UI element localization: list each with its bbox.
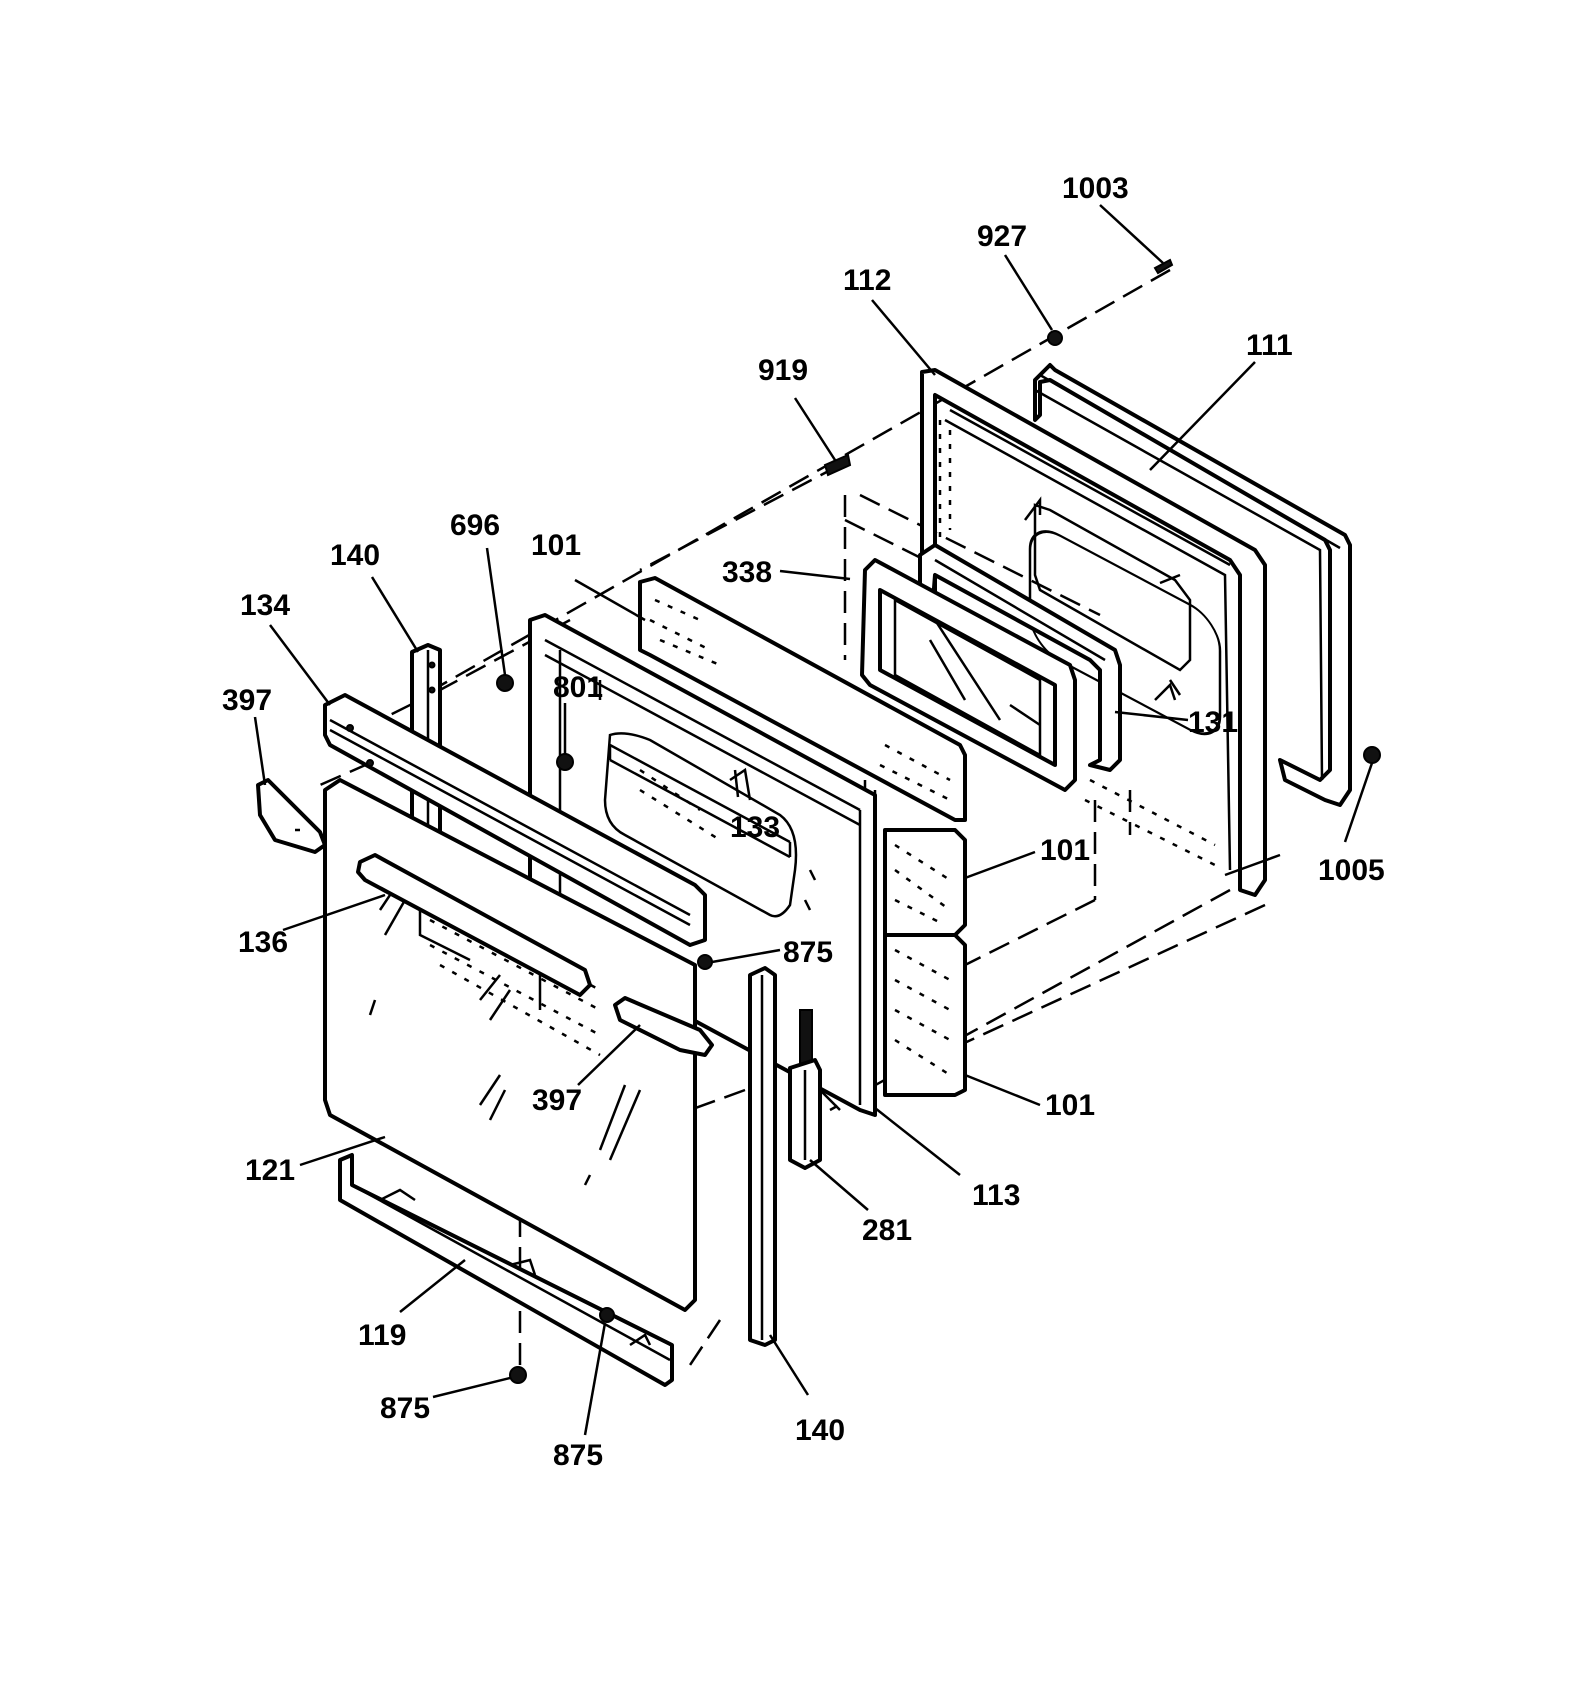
callout-119: 119: [358, 1319, 406, 1352]
callout-112: 112: [843, 264, 891, 297]
callout-133: 133: [730, 811, 780, 844]
screw-1003-icon: [1153, 258, 1174, 275]
back-door-panel: [1028, 363, 1352, 807]
screw-801-icon: [556, 753, 574, 771]
callout-101-bottom: 101: [1045, 1089, 1095, 1122]
callout-927: 927: [977, 220, 1027, 253]
callout-113: 113: [972, 1179, 1020, 1212]
handle-end-caps: [256, 778, 714, 1057]
callout-111: 111: [1246, 329, 1293, 362]
callout-696: 696: [450, 509, 500, 542]
screw-875-top-icon: [697, 954, 713, 970]
callout-140-top: 140: [330, 539, 380, 572]
top-trim: [323, 693, 707, 947]
bottom-trim: [338, 1153, 674, 1387]
outer-door-panel: [323, 778, 697, 1312]
callout-1003: 1003: [1062, 172, 1129, 205]
screw-875-bottom-icon: [509, 1366, 527, 1384]
callout-338: 338: [722, 556, 772, 589]
pin-919-icon: [823, 453, 852, 477]
leader-lines: [253, 204, 1374, 1436]
callout-875-top: 875: [783, 936, 833, 969]
callout-801: 801: [553, 671, 603, 704]
callout-101-mid: 101: [1040, 834, 1090, 867]
washer-927-icon: [1047, 330, 1063, 346]
screw-875-trim-icon: [599, 1307, 615, 1323]
callout-397-right: 397: [532, 1084, 582, 1117]
screw-696-icon: [496, 674, 514, 692]
callout-397-left: 397: [222, 684, 272, 717]
callout-875-bottom-right: 875: [553, 1439, 603, 1472]
hinge-channel-right: [748, 966, 777, 1347]
callout-140-bottom: 140: [795, 1414, 845, 1447]
callout-281: 281: [862, 1214, 912, 1247]
screw-1005-icon: [1363, 746, 1381, 764]
callout-875-bottom-left: 875: [380, 1392, 430, 1425]
callout-labels: 1003 927 112 111 919 696 140 101 338 134…: [222, 172, 1385, 1472]
callout-101-top: 101: [531, 529, 581, 562]
fasteners: [496, 258, 1381, 1384]
callout-136: 136: [238, 926, 288, 959]
door-handle: [356, 853, 592, 997]
callout-131: 131: [1188, 706, 1238, 739]
callout-1005: 1005: [1318, 854, 1385, 887]
callout-121: 121: [245, 1154, 295, 1187]
door-glass-gasket: [860, 558, 1077, 792]
callout-919: 919: [758, 354, 808, 387]
door-hinge: [788, 1009, 841, 1170]
callout-134: 134: [240, 589, 290, 622]
